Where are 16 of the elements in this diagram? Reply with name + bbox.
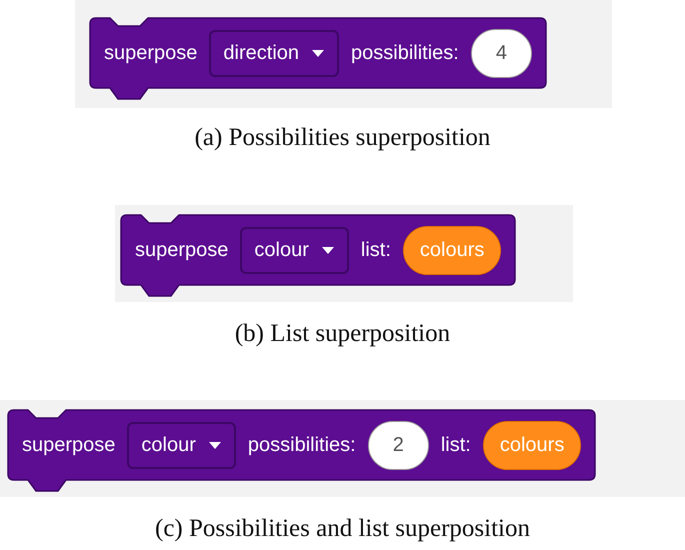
block-label: superpose	[135, 238, 228, 262]
dropdown-menu: colour	[240, 226, 349, 274]
block-label: superpose	[22, 434, 116, 456]
dropdown-menu: colour	[127, 422, 236, 468]
figure-caption: (b) List superposition	[234, 320, 452, 348]
block-label: list:	[360, 238, 391, 262]
figure-caption: (c) Possibilities and list superposition	[154, 515, 531, 543]
code-block	[121, 215, 516, 297]
block-label: list:	[440, 434, 471, 456]
code-block	[8, 410, 596, 492]
block-label: possibilities:	[248, 434, 356, 456]
block-label: superpose	[104, 42, 198, 64]
block-label: possibilities:	[351, 42, 459, 64]
figure-caption: (a) Possibilities superposition	[194, 124, 492, 152]
dropdown-menu: direction	[209, 30, 340, 76]
code-block	[90, 18, 546, 100]
